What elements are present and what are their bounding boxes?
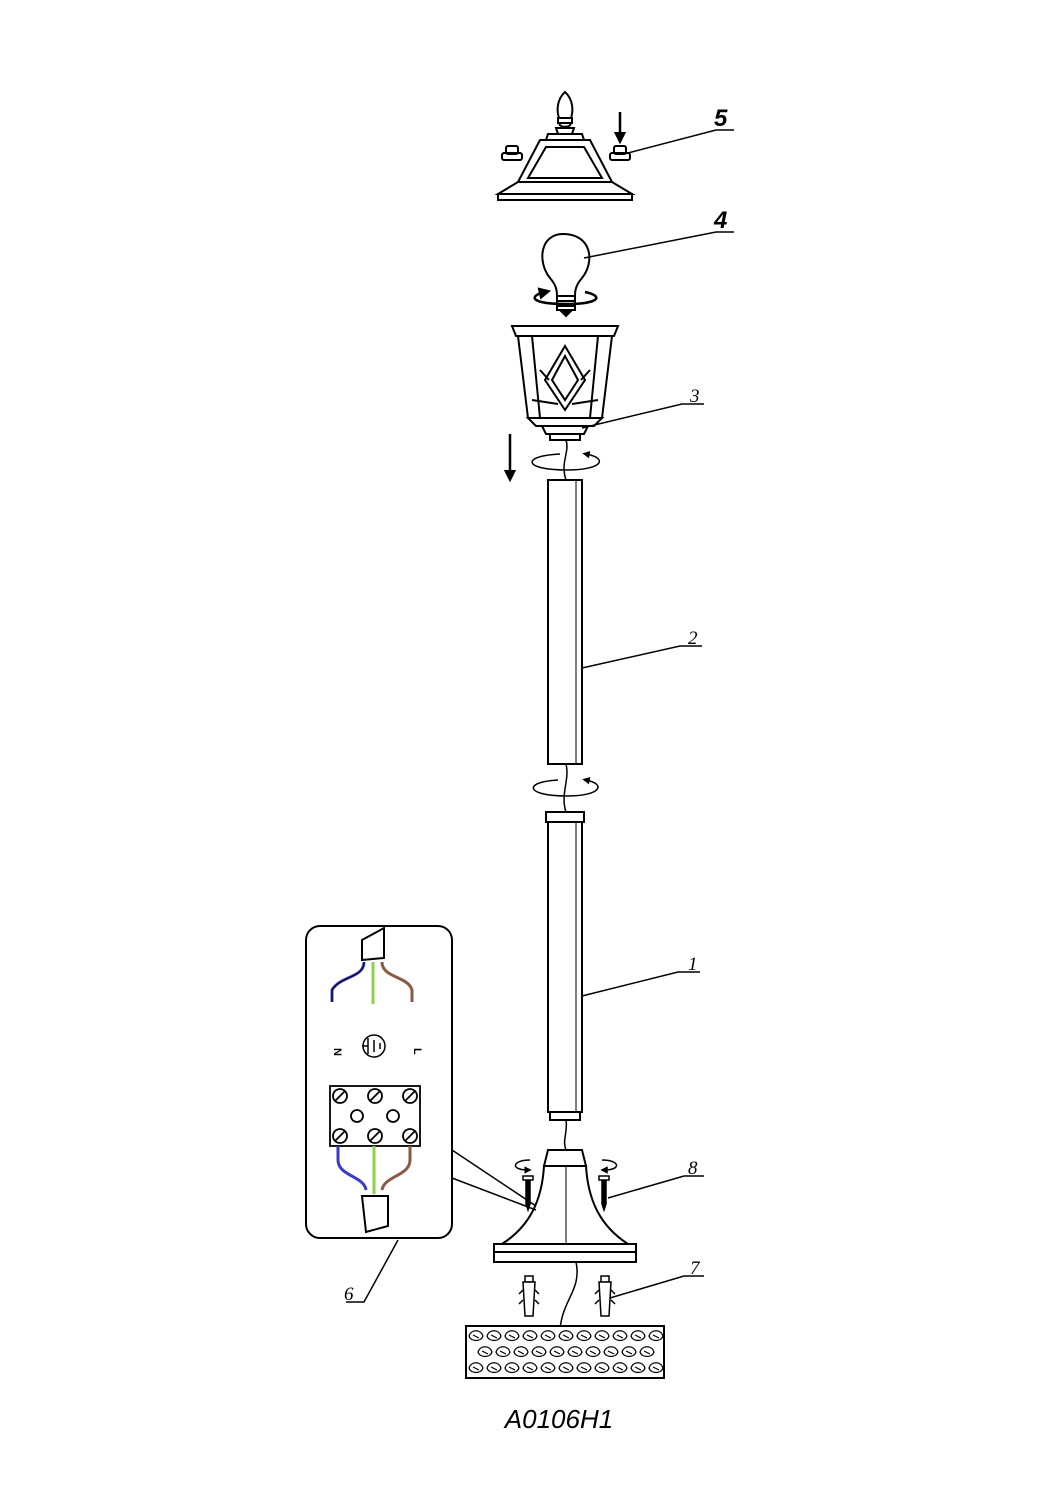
ground-stone <box>585 1346 601 1358</box>
ground-stone <box>603 1346 619 1358</box>
wiring-detail-box: N L <box>305 925 537 1239</box>
terminal-label-live: L <box>411 1048 423 1055</box>
callout-3: 3 <box>689 386 700 407</box>
lower-pole <box>545 811 585 1121</box>
wall-plug-left <box>518 1275 540 1317</box>
pole-joint-rotation-arrow <box>532 777 599 797</box>
ground-stone <box>639 1346 655 1358</box>
ground-stone <box>495 1346 511 1358</box>
ground-stone <box>540 1330 556 1342</box>
terminal-block <box>329 1085 421 1147</box>
ground-stone <box>513 1346 529 1358</box>
ground-stone <box>621 1346 637 1358</box>
callout-5: 5 <box>714 105 728 132</box>
ground-stone <box>468 1362 484 1374</box>
lantern-body <box>510 325 620 441</box>
callout-2: 2 <box>688 628 698 649</box>
wire-top <box>563 439 568 481</box>
cap-nut-left <box>501 145 523 161</box>
ground-stone <box>630 1362 646 1374</box>
ground-stone <box>576 1330 592 1342</box>
ground-stone <box>504 1330 520 1342</box>
supply-cable <box>559 1261 578 1331</box>
callout-7: 7 <box>690 1258 701 1279</box>
ground-stone <box>531 1346 547 1358</box>
ground-stone <box>558 1330 574 1342</box>
callout-6: 6 <box>344 1284 354 1305</box>
lamp-cap <box>494 90 636 201</box>
screw-right-rotation-arrow <box>600 1159 618 1174</box>
ground-texture <box>468 1330 664 1374</box>
base-screw-right <box>598 1175 610 1213</box>
ground-stone <box>486 1362 502 1374</box>
callout-4: 4 <box>713 207 727 234</box>
ground-stone <box>486 1330 502 1342</box>
wall-plug-right <box>594 1275 616 1317</box>
lantern-rotation-arrow <box>531 450 600 471</box>
ground-stone <box>576 1362 592 1374</box>
earth-icon <box>362 1034 386 1058</box>
ground-stone <box>549 1346 565 1358</box>
ground-stone <box>630 1330 646 1342</box>
wire-middle <box>563 763 568 813</box>
ground-stone <box>540 1362 556 1374</box>
bulb-rotation-arrow <box>533 287 598 306</box>
ground-stone <box>594 1362 610 1374</box>
callout-8: 8 <box>688 1158 698 1179</box>
ground-stone <box>612 1330 628 1342</box>
upper-pole <box>547 479 583 765</box>
ground-stone <box>567 1346 583 1358</box>
leader-lines <box>346 129 734 1303</box>
pole-base <box>493 1149 637 1263</box>
ground-stone <box>648 1330 664 1342</box>
model-code: A0106H1 <box>503 1404 613 1434</box>
callout-1: 1 <box>688 954 698 975</box>
cap-nut-right <box>609 145 631 161</box>
ground-stone <box>612 1362 628 1374</box>
ground-stone <box>522 1330 538 1342</box>
screw-left-rotation-arrow <box>514 1159 532 1174</box>
ground-stone <box>594 1330 610 1342</box>
ground-stone <box>468 1330 484 1342</box>
ground-stone <box>522 1362 538 1374</box>
wire-lower <box>563 1119 568 1151</box>
ground-stone <box>558 1362 574 1374</box>
ground-stone <box>477 1346 493 1358</box>
ground-stone <box>504 1362 520 1374</box>
ground-stone <box>648 1362 664 1374</box>
terminal-label-neutral: N <box>331 1048 343 1056</box>
